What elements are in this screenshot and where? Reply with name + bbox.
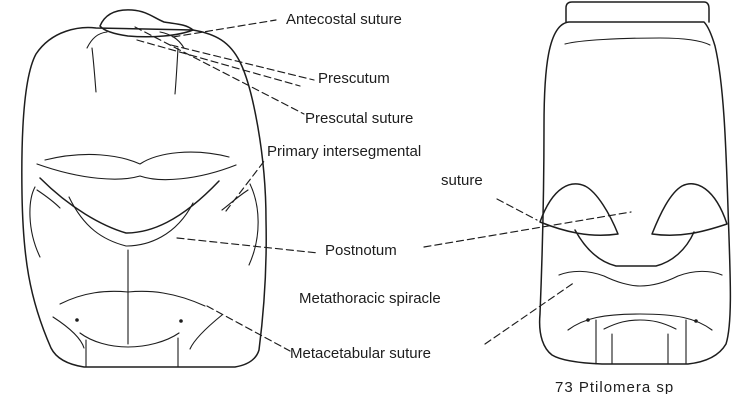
left-outer-outline xyxy=(22,28,266,367)
leader-prescutal xyxy=(137,40,300,86)
leader-prescutum-2 xyxy=(135,27,304,114)
right-coxal-region xyxy=(568,314,712,364)
right-top-tergum xyxy=(566,2,709,22)
left-scutum-arc xyxy=(45,152,229,164)
label-primary-intersegmental-suture: suture xyxy=(441,172,483,189)
label-metacetabular-suture: Metacetabular suture xyxy=(290,345,431,362)
right-upper-plate xyxy=(565,38,710,45)
right-lower-plates xyxy=(559,271,722,286)
label-metathoracic-spiracle: Metathoracic spiracle xyxy=(299,290,441,307)
right-spiracle-dot-left xyxy=(586,318,590,322)
leader-postnotum-left xyxy=(177,238,318,253)
leader-metacetabular-left xyxy=(207,306,290,351)
labels: Antecostal suture Prescutum Prescutal su… xyxy=(267,11,674,394)
left-prescutum-curve-right xyxy=(160,32,184,94)
left-prescutum-curve-left xyxy=(87,32,107,92)
left-spiracle-dot-left xyxy=(75,318,79,322)
left-scutum-arc-lower xyxy=(37,164,236,180)
leader-prescutum-1 xyxy=(171,45,314,80)
label-primary-intersegmental: Primary intersegmental xyxy=(267,143,421,160)
right-thorax-drawing xyxy=(540,2,731,364)
leader-metacetabular-right xyxy=(485,282,575,344)
leader-postnotum-right xyxy=(424,212,631,247)
label-postnotum: Postnotum xyxy=(325,242,397,259)
leader-intersegmental-right xyxy=(497,199,537,220)
left-lateral-lobes xyxy=(30,184,258,265)
right-spiracle-dot-right xyxy=(694,319,698,323)
label-prescutal-suture: Prescutal suture xyxy=(305,110,413,127)
left-thorax-drawing xyxy=(22,10,266,367)
label-prescutum: Prescutum xyxy=(318,70,390,87)
label-antecostal-suture: Antecostal suture xyxy=(286,11,402,28)
leader-intersegmental-left xyxy=(226,160,265,211)
right-basal-segment xyxy=(604,320,676,364)
right-wing-lobe-right xyxy=(652,184,727,235)
right-wing-lobe-left xyxy=(540,184,618,235)
right-outer-outline xyxy=(540,22,731,364)
figure-caption: 73 Ptilomera sp xyxy=(555,379,674,394)
left-spiracle-dot-right xyxy=(179,319,183,323)
leader-antecostal xyxy=(173,20,276,37)
left-postnotum-edge xyxy=(69,197,193,246)
left-coxal-segment xyxy=(80,333,179,367)
